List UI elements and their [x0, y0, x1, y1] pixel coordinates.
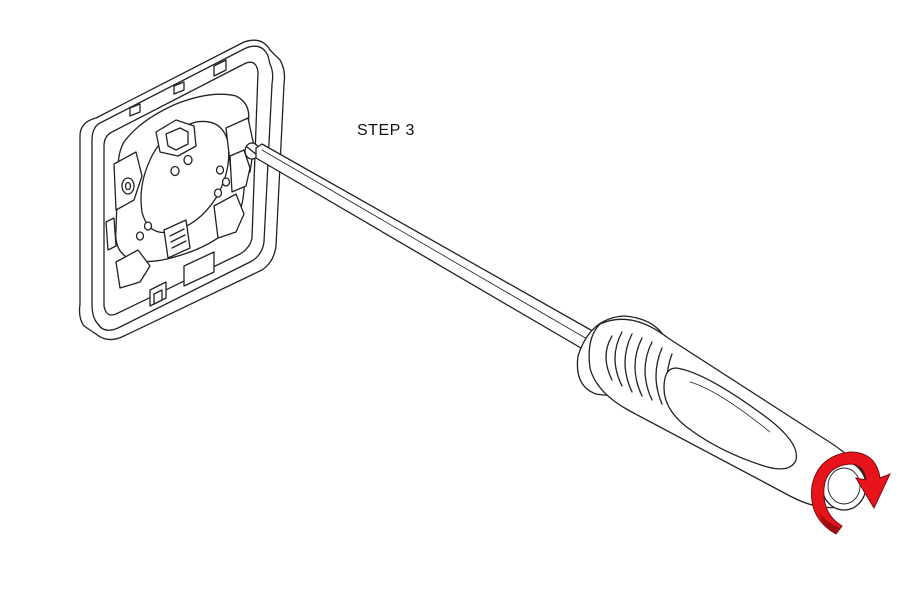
screwdriver-icon [255, 143, 867, 511]
rotate-clockwise-arrow-icon [811, 451, 891, 535]
wall-mounting-plate-icon [78, 39, 286, 341]
step-label: STEP 3 [357, 122, 415, 139]
